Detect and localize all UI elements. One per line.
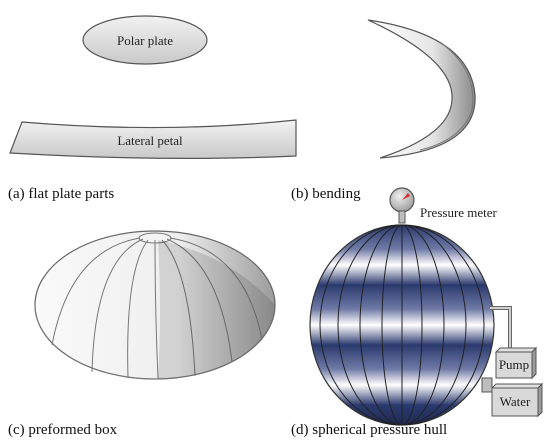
lateral-petal: Lateral petal [9, 119, 297, 159]
polar-plate-label: Polar plate [117, 33, 173, 48]
water-tank: Water [481, 377, 544, 418]
panel-b: (b) bending [291, 19, 476, 202]
pressure-meter: Pressure meter [389, 187, 498, 224]
water-label: Water [500, 394, 531, 409]
pressure-meter-label: Pressure meter [420, 205, 498, 220]
lateral-petal-label: Lateral petal [117, 133, 183, 148]
polar-plate: Polar plate [82, 15, 208, 65]
preformed-box [34, 230, 276, 380]
spherical-hull [309, 224, 495, 426]
pump-label: Pump [499, 357, 529, 372]
caption-a: (a) flat plate parts [8, 186, 114, 202]
panel-c: (c) preformed box [8, 230, 276, 438]
pump: Pump [494, 346, 538, 380]
caption-b: (b) bending [291, 186, 361, 202]
panel-d: Pressure meter Pump [291, 187, 544, 438]
panel-a: Polar plate Lateral petal (a) flat plate… [8, 15, 297, 202]
caption-c: (c) preformed box [8, 422, 118, 438]
bent-petal [367, 19, 476, 159]
meter-needle [402, 193, 410, 200]
connecting-pipe [490, 306, 512, 352]
caption-d: (d) spherical pressure hull [291, 422, 447, 438]
